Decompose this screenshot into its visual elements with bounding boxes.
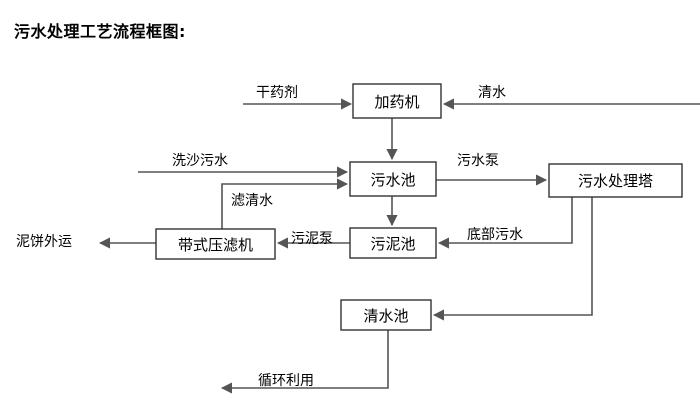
edge-tower-to-clearwater-pool: [432, 197, 593, 321]
node-box-belt-filter[interactable]: [155, 228, 276, 260]
page-title: 污水处理工艺流程框图:: [14, 22, 186, 41]
node-box-wastewater-pool[interactable]: [349, 161, 437, 197]
edge-filtrate-to-wastewater-pool: [221, 178, 349, 229]
node-box-treatment-tower[interactable]: [548, 163, 683, 198]
edge-recycle-reuse: [220, 330, 389, 394]
node-box-sludge-pool[interactable]: [349, 227, 437, 259]
edge-bottom-sewage-to-sludge-pool: [437, 197, 573, 249]
node-box-clearwater-pool[interactable]: [340, 299, 432, 331]
node-box-dosing-machine[interactable]: [352, 83, 442, 119]
